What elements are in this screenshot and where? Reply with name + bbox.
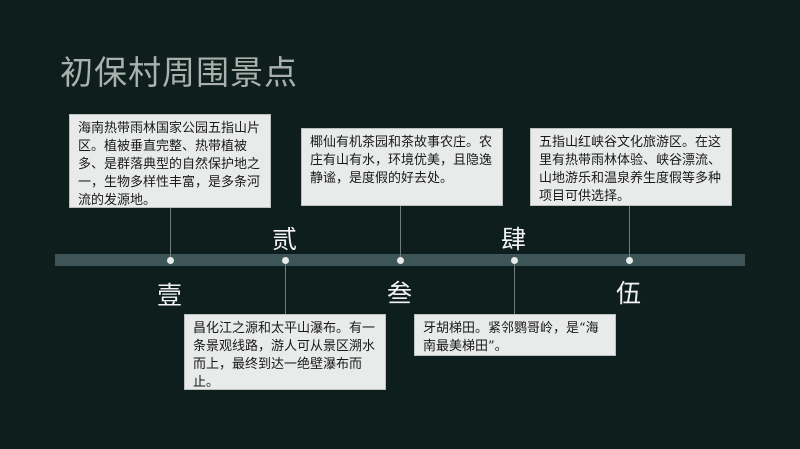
stem-5 [629, 206, 630, 258]
event-card-3: 椰仙有机茶园和茶故事农庄。农庄有山有水，环境优美，且隐逸静谧，是度假的好去处。 [301, 128, 503, 206]
numeral-3: 叁 [387, 279, 413, 308]
event-card-5: 五指山红峡谷文化旅游区。在这里有热带雨林体验、峡谷漂流、山地游乐和温泉养生度假等… [530, 128, 732, 206]
stem-1 [170, 208, 171, 258]
stem-2 [285, 262, 286, 314]
stem-3 [400, 206, 401, 258]
numeral-5: 伍 [616, 279, 642, 308]
timeline-dot-2 [282, 256, 289, 264]
timeline-dot-1 [167, 256, 174, 264]
page-title: 初保村周围景点 [60, 53, 298, 92]
event-card-2: 昌化江之源和太平山瀑布。有一条景观线路，游人可从景区溯水而上，最终到达一绝壁瀑布… [184, 314, 386, 390]
numeral-2: 贰 [272, 225, 298, 254]
timeline-dot-5 [626, 256, 633, 264]
numeral-1: 壹 [157, 281, 183, 310]
numeral-4: 肆 [501, 225, 527, 254]
timeline-dot-3 [397, 256, 404, 264]
timeline-dot-4 [511, 256, 518, 264]
event-card-1: 海南热带雨林国家公园五指山片区。植被垂直完整、热带植被多、是群落典型的自然保护地… [69, 114, 271, 208]
event-card-4: 牙胡梯田。紧邻鹦哥岭，是“海南最美梯田”。 [414, 314, 616, 356]
stem-4 [514, 262, 515, 314]
